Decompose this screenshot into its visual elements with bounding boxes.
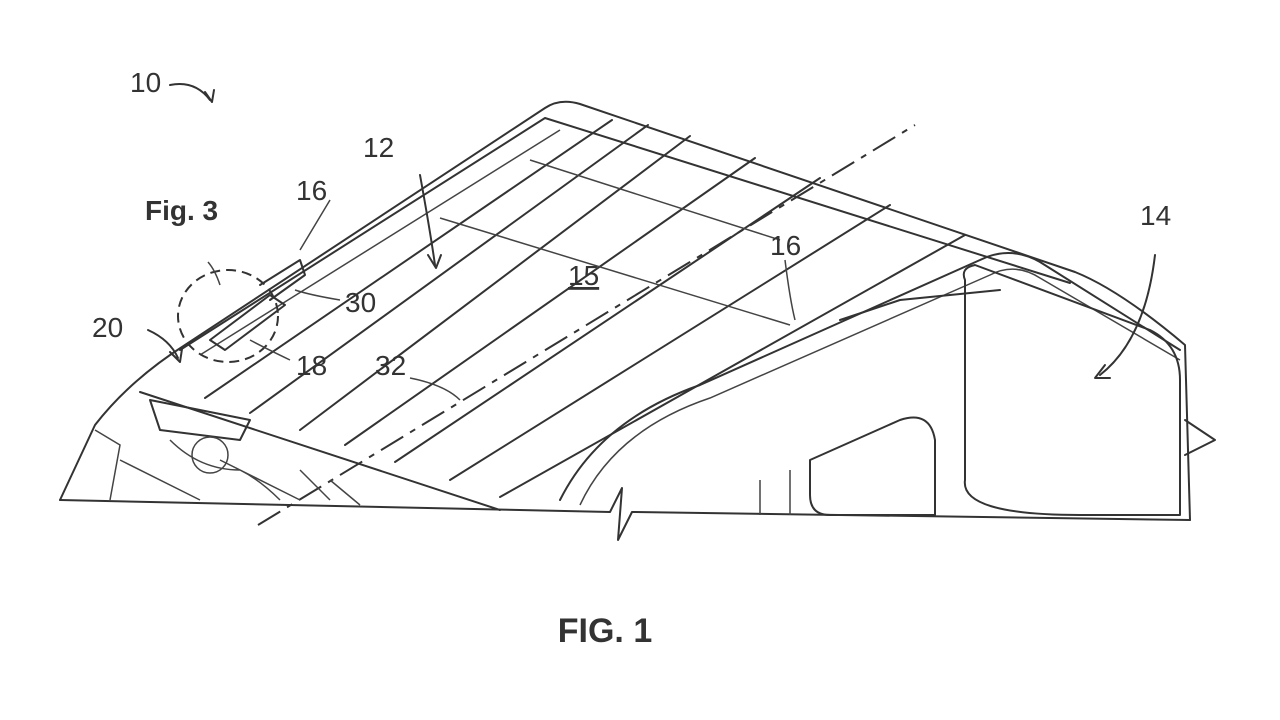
label-18: 18 <box>296 350 327 381</box>
roof-outline <box>59 100 1216 541</box>
roof-slats <box>204 119 966 498</box>
label-16-left: 16 <box>296 175 327 206</box>
label-fig3: Fig. 3 <box>145 195 218 226</box>
leader-lines <box>147 83 1156 401</box>
label-32: 32 <box>375 350 406 381</box>
label-30: 30 <box>345 287 376 318</box>
detail-circle-fig3 <box>177 269 279 363</box>
side-window <box>759 264 1181 516</box>
label-20: 20 <box>92 312 123 343</box>
side-rail-right <box>559 251 1181 506</box>
label-12: 12 <box>363 132 394 163</box>
label-15: 15 <box>568 260 599 291</box>
label-14: 14 <box>1140 200 1171 231</box>
figure-caption: FIG. 1 <box>558 612 652 650</box>
label-16-right: 16 <box>770 230 801 261</box>
centerline-32 <box>257 124 916 526</box>
front-structure <box>119 259 361 506</box>
reference-labels: 10 12 14 15 16 16 Fig. 3 20 30 18 32 <box>92 67 1171 381</box>
label-10: 10 <box>130 67 161 98</box>
